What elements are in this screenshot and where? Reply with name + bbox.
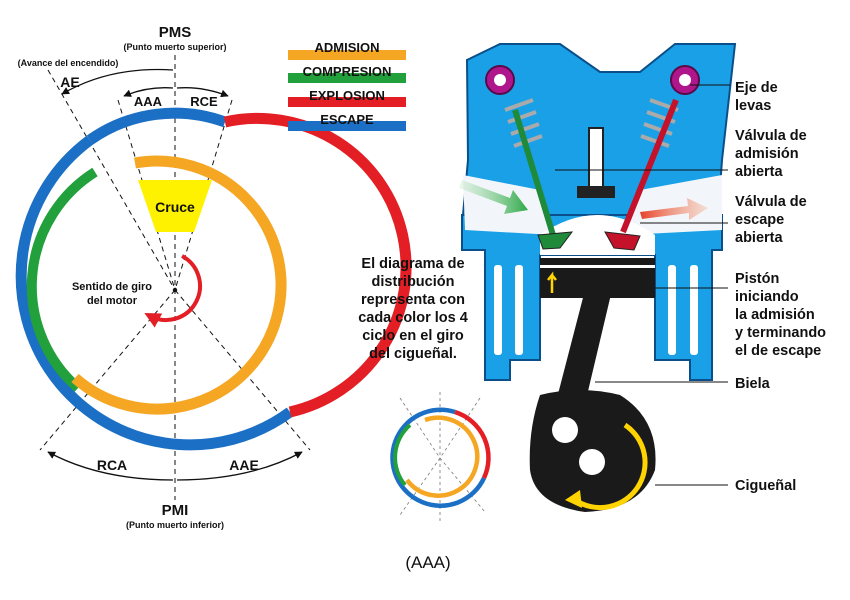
description-block: El diagrama de distribución representa c… [358,256,468,362]
mini-escape-arc [390,407,487,508]
intake-flow-arrow [459,180,528,214]
crank-rotation-arrowhead [565,490,582,508]
label-piston-5: el de escape [735,343,821,359]
exhaust-valve-stem [620,98,679,234]
phase-legend: ADMISION COMPRESION EXPLOSION ESCAPE [288,40,406,131]
mini-admission-arc [405,415,480,498]
compression-arc [26,167,98,392]
aae-dashed-line [174,289,311,451]
pmi-label: PMI [162,502,189,519]
intake-cam-hub [494,74,506,86]
legend-bar-admision [288,50,406,60]
crank-rotation-arrow [573,422,648,511]
legend-bar-escape [288,121,406,131]
cooling-fin-2 [515,265,523,355]
label-cigueñal: Cigueñal [735,478,796,494]
intake-valve-head [537,231,574,250]
cooling-fin-4 [690,265,698,355]
caption-aaa: (AAA) [405,553,450,572]
ae-dashed-line [47,69,176,291]
exhaust-port [625,175,722,235]
label-piston-3: la admisión [735,307,815,323]
description-line-4: cada color los 4 [358,310,468,326]
intake-valve-stem [512,109,556,236]
label-vesc-1: Válvula de [735,194,807,210]
center-point [172,287,178,293]
rce-label: RCE [190,94,218,109]
engine-illustration: Eje de levas Válvula de admisión abierta… [459,43,826,512]
mini-explosion-arc [454,409,491,479]
mini-dash-1 [399,397,441,459]
label-eje-2: levas [735,98,771,114]
label-vadm-1: Válvula de [735,128,807,144]
crank-main-journal [579,449,605,475]
label-piston-1: Pistón [735,271,779,287]
rca-label: RCA [97,457,127,473]
sentido-label-1: Sentido de giro [72,281,152,293]
aae-dimension-arc [176,451,303,481]
label-vadm-2: admisión [735,146,799,162]
label-vesc-2: escape [735,212,784,228]
ae-label: AE [60,74,79,90]
aaa-dimension-arc [123,87,174,97]
pms-sub-label: (Punto muerto superior) [124,42,227,52]
legend-label-compresion: COMPRESION [303,64,392,79]
exhaust-cam-hub [679,74,691,86]
exhaust-flow-arrow [640,198,708,220]
piston-ring [540,265,655,268]
mini-timing-diagram [390,392,491,522]
ae-sub-label: (Avance del encendido) [18,58,119,68]
legend-label-admision: ADMISION [315,40,380,55]
mini-dash-2 [439,397,481,459]
legend-bar-compresion [288,73,406,83]
mini-compression-arc [393,423,412,487]
label-biela: Biela [735,376,771,392]
pms-label: PMS [159,24,192,41]
ae-dimension-arc [61,68,174,95]
description-line-3: representa con [361,292,465,308]
legend-label-escape: ESCAPE [320,112,374,127]
description-line-5: ciclo en el giro [362,328,464,344]
cooling-fin-3 [668,265,676,355]
rca-dashed-line [39,289,176,451]
description-line-1: El diagrama de [361,256,464,272]
description-line-6: del cigueñal. [369,346,457,362]
exhaust-valve-head [604,231,641,251]
rotation-arrow [144,254,202,328]
spark-plug [588,127,604,191]
legend-bar-explosion [288,97,406,107]
rca-dimension-arc [47,451,174,481]
label-vadm-3: abierta [735,164,783,180]
description-line-2: distribución [372,274,455,290]
escape-arc-outer [86,107,227,145]
piston-up-arrow [547,271,557,293]
aae-label: AAE [229,457,259,473]
admission-arc [71,155,287,415]
cruce-wedge [138,180,212,232]
aaa-label: AAA [134,94,163,109]
pmi-sub-label: (Punto muerto inferior) [126,520,224,530]
label-piston-4: y terminando [735,325,826,341]
escape-arc-left [15,135,294,451]
cruce-label: Cruce [155,199,195,215]
label-vesc-3: abierta [735,230,783,246]
cooling-fin-1 [494,265,502,355]
label-eje-1: Eje de [735,80,778,96]
intake-valve-spring [504,98,543,148]
legend-label-explosion: EXPLOSION [309,88,385,103]
sentido-label-2: del motor [87,295,138,307]
label-piston-2: iniciando [735,289,799,305]
rce-dimension-arc [176,87,229,98]
crank-pin [552,417,578,443]
spark-plug-base [577,186,615,198]
